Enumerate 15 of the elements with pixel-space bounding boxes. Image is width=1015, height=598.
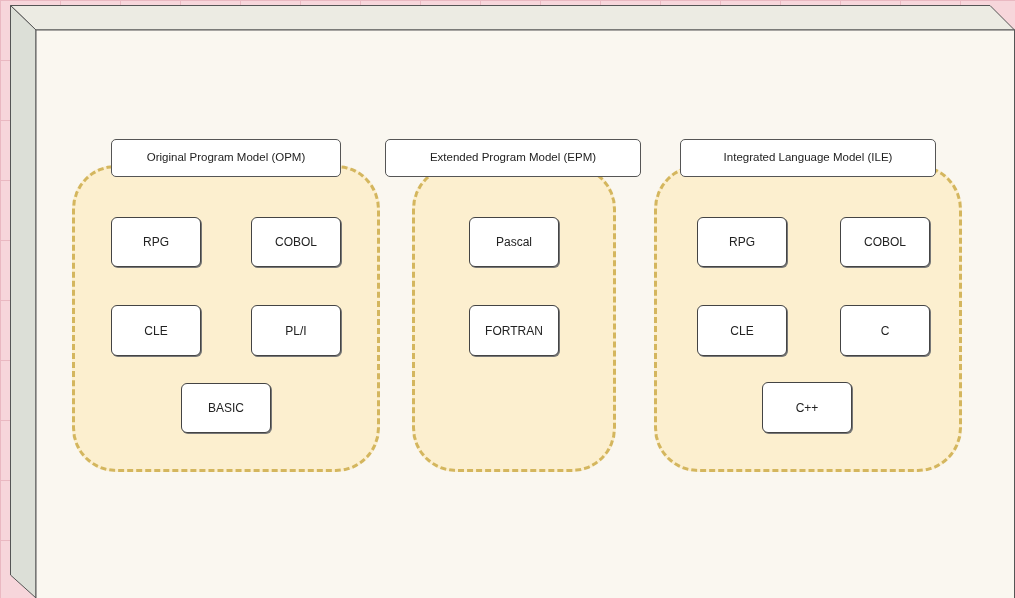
language-box: RPG [697,217,787,267]
group-heading: Original Program Model (OPM) [111,139,341,177]
language-box: FORTRAN [469,305,559,356]
language-box: CLE [697,305,787,356]
language-box: PL/I [251,305,341,356]
language-box: BASIC [181,383,271,433]
group-heading: Integrated Language Model (ILE) [680,139,936,177]
language-box: CLE [111,305,201,356]
group-heading: Extended Program Model (EPM) [385,139,641,177]
language-box: COBOL [251,217,341,267]
language-box: C [840,305,930,356]
language-box: C++ [762,382,852,433]
language-box: RPG [111,217,201,267]
language-box: COBOL [840,217,930,267]
language-box: Pascal [469,217,559,267]
